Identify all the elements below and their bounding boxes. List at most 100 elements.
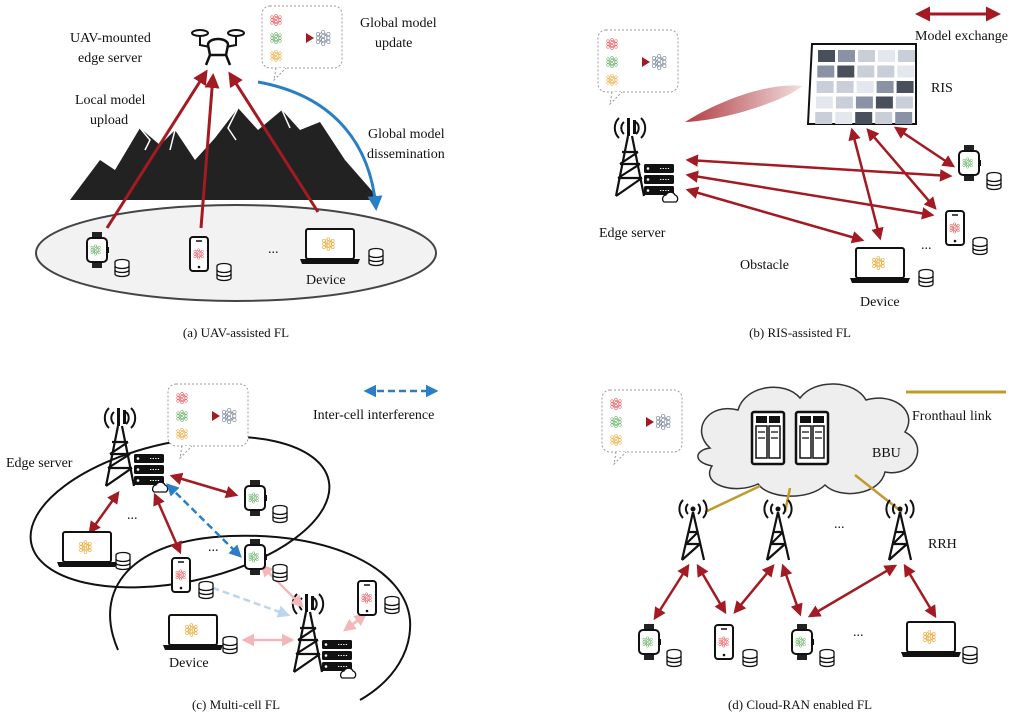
ris-element bbox=[855, 96, 873, 109]
ris-element bbox=[898, 50, 915, 62]
smartwatch-icon bbox=[245, 480, 267, 516]
exchange-arrow bbox=[780, 563, 803, 617]
laptop-icon bbox=[901, 622, 961, 657]
ris-element bbox=[818, 50, 835, 62]
smartphone-icon bbox=[358, 581, 376, 615]
update-label-line1: Global model bbox=[360, 16, 437, 31]
interference-arrow-faint bbox=[199, 581, 291, 618]
exchange-arrow bbox=[685, 170, 935, 220]
ris-element bbox=[815, 112, 833, 124]
dissemination-arrow bbox=[257, 80, 383, 211]
ris-element bbox=[815, 96, 833, 109]
ris-element bbox=[835, 112, 853, 124]
database-icon bbox=[272, 504, 288, 524]
exchange-arrow-cell2 bbox=[343, 613, 367, 632]
database-icon bbox=[198, 580, 214, 600]
exchange-arrow bbox=[903, 563, 937, 619]
beamforming-beam bbox=[685, 85, 802, 122]
rrh-antenna-icon bbox=[763, 498, 793, 562]
exchange-arrow bbox=[153, 492, 182, 555]
exchange-arrows bbox=[653, 563, 937, 621]
exchange-arrows bbox=[685, 126, 956, 244]
edge-server-label: Edge server bbox=[6, 456, 73, 471]
rrh-antenna-icon bbox=[885, 498, 915, 562]
smartwatch-icon bbox=[245, 539, 267, 575]
database-icon bbox=[272, 563, 288, 583]
ellipsis: ... bbox=[834, 517, 845, 532]
ris-element bbox=[857, 65, 875, 78]
ris-element bbox=[837, 65, 855, 78]
database-icon bbox=[114, 258, 130, 278]
exchange-arrow bbox=[653, 563, 690, 621]
legend-interference-label: Inter-cell interference bbox=[313, 408, 434, 423]
exchange-arrow bbox=[88, 490, 120, 535]
exchange-arrow bbox=[696, 563, 727, 615]
server-icon bbox=[794, 410, 830, 466]
legend-fronthaul-label: Fronthaul link bbox=[912, 409, 992, 424]
cell-coverage-2 bbox=[109, 534, 412, 701]
tower-icon bbox=[291, 592, 357, 680]
ris-exchange-arrow bbox=[848, 127, 884, 241]
laptop-icon bbox=[163, 615, 223, 650]
ellipsis: ... bbox=[268, 242, 279, 257]
uav-label-line1: UAV-mounted bbox=[70, 31, 151, 46]
ris-element bbox=[856, 81, 874, 93]
server-icon bbox=[750, 410, 786, 466]
ellipsis: ... bbox=[127, 508, 138, 523]
ris-element bbox=[876, 81, 894, 93]
upload-label-line1: Local model bbox=[75, 93, 145, 108]
legend-model-exchange-label: Model exchange bbox=[915, 29, 1008, 44]
database-icon bbox=[918, 268, 934, 288]
exchange-arrows bbox=[88, 472, 367, 647]
ris-element bbox=[816, 81, 834, 93]
database-icon bbox=[742, 648, 758, 668]
exchange-arrow bbox=[685, 186, 865, 244]
ris-element bbox=[877, 65, 895, 78]
ellipsis: ... bbox=[853, 625, 864, 640]
laptop-icon bbox=[57, 532, 117, 567]
exchange-arrow bbox=[733, 564, 775, 614]
upload-arrow-laptop bbox=[228, 71, 320, 213]
database-icon bbox=[216, 262, 232, 282]
ris-element bbox=[875, 112, 893, 124]
ellipsis: ... bbox=[208, 540, 219, 555]
edge-server-label: Edge server bbox=[599, 226, 666, 241]
model-update-bubble bbox=[598, 30, 678, 104]
ris-element bbox=[858, 50, 875, 62]
ris-element bbox=[836, 81, 854, 93]
laptop-icon bbox=[300, 229, 360, 264]
fronthaul-link bbox=[704, 484, 761, 514]
model-update-bubble bbox=[602, 390, 682, 464]
device-label: Device bbox=[306, 273, 346, 288]
upload-arrows bbox=[105, 69, 320, 229]
database-icon bbox=[986, 171, 1002, 191]
interference-arrow bbox=[166, 483, 242, 558]
smartphone-icon bbox=[715, 625, 733, 659]
laptop-icon bbox=[850, 248, 910, 283]
ris-element bbox=[895, 112, 913, 124]
ris-element bbox=[878, 50, 895, 62]
exchange-arrow bbox=[685, 154, 953, 182]
database-icon bbox=[384, 595, 400, 615]
ris-element bbox=[838, 50, 855, 62]
database-icon bbox=[819, 648, 835, 668]
update-label-line2: update bbox=[375, 36, 412, 51]
ris-element bbox=[835, 96, 853, 109]
ris-element bbox=[896, 81, 914, 93]
upload-label-line2: upload bbox=[90, 113, 128, 128]
caption-d: (d) Cloud-RAN enabled FL bbox=[728, 697, 872, 712]
bbu-label: BBU bbox=[872, 446, 901, 461]
smartwatch-icon bbox=[792, 624, 814, 660]
smartphone-icon bbox=[190, 237, 208, 271]
ris-exchange-arrow bbox=[893, 126, 956, 168]
mountain-icon bbox=[70, 108, 380, 200]
ris-element bbox=[875, 96, 893, 109]
device-label: Device bbox=[860, 295, 900, 310]
upload-arrow-phone bbox=[199, 73, 220, 229]
database-icon bbox=[666, 648, 682, 668]
model-update-bubble bbox=[262, 6, 342, 80]
ris-element bbox=[897, 65, 915, 78]
upload-arrow-watch bbox=[105, 69, 208, 229]
model-update-bubble bbox=[168, 384, 248, 458]
